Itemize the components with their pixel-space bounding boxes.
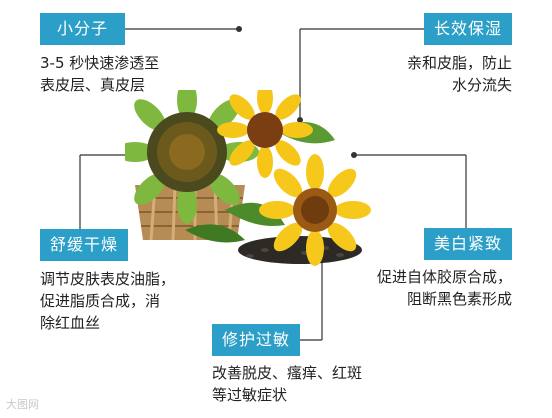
watermark: 大图网 xyxy=(6,398,39,411)
long-moisture-desc: 亲和皮脂，防止 水分流失 xyxy=(407,52,512,96)
desc-line: 调节皮肤表皮油脂， xyxy=(40,270,176,288)
repair-badge: 修护过敏 xyxy=(212,324,300,356)
desc-line: 等过敏症状 xyxy=(212,386,288,404)
desc-line: 表皮层、真皮层 xyxy=(40,76,146,94)
repair-desc: 改善脱皮、瘙痒、红斑 等过敏症状 xyxy=(212,362,362,406)
desc-line: 促进自体胶原合成， xyxy=(376,268,512,286)
desc-line: 3-5 秒快速渗透至 xyxy=(40,54,160,72)
soothe-desc: 调节皮肤表皮油脂， 促进脂质合成，消 除红血丝 xyxy=(40,268,175,334)
small-molecule-desc: 3-5 秒快速渗透至 表皮层、真皮层 xyxy=(40,52,159,96)
desc-line: 水分流失 xyxy=(451,76,512,94)
desc-line: 除红血丝 xyxy=(40,314,101,332)
desc-line: 改善脱皮、瘙痒、红斑 xyxy=(212,364,363,382)
small-molecule-badge: 小分子 xyxy=(40,13,125,45)
whitening-desc: 促进自体胶原合成， 阻断黑色素形成 xyxy=(377,266,512,310)
sunflower-illustration xyxy=(125,90,371,266)
whitening-badge: 美白紧致 xyxy=(424,228,512,260)
desc-line: 亲和皮脂，防止 xyxy=(406,54,512,72)
soothe-badge: 舒缓干燥 xyxy=(40,229,128,261)
long-moisture-badge: 长效保湿 xyxy=(424,13,512,45)
desc-line: 阻断黑色素形成 xyxy=(406,290,512,308)
desc-line: 促进脂质合成，消 xyxy=(40,292,161,310)
